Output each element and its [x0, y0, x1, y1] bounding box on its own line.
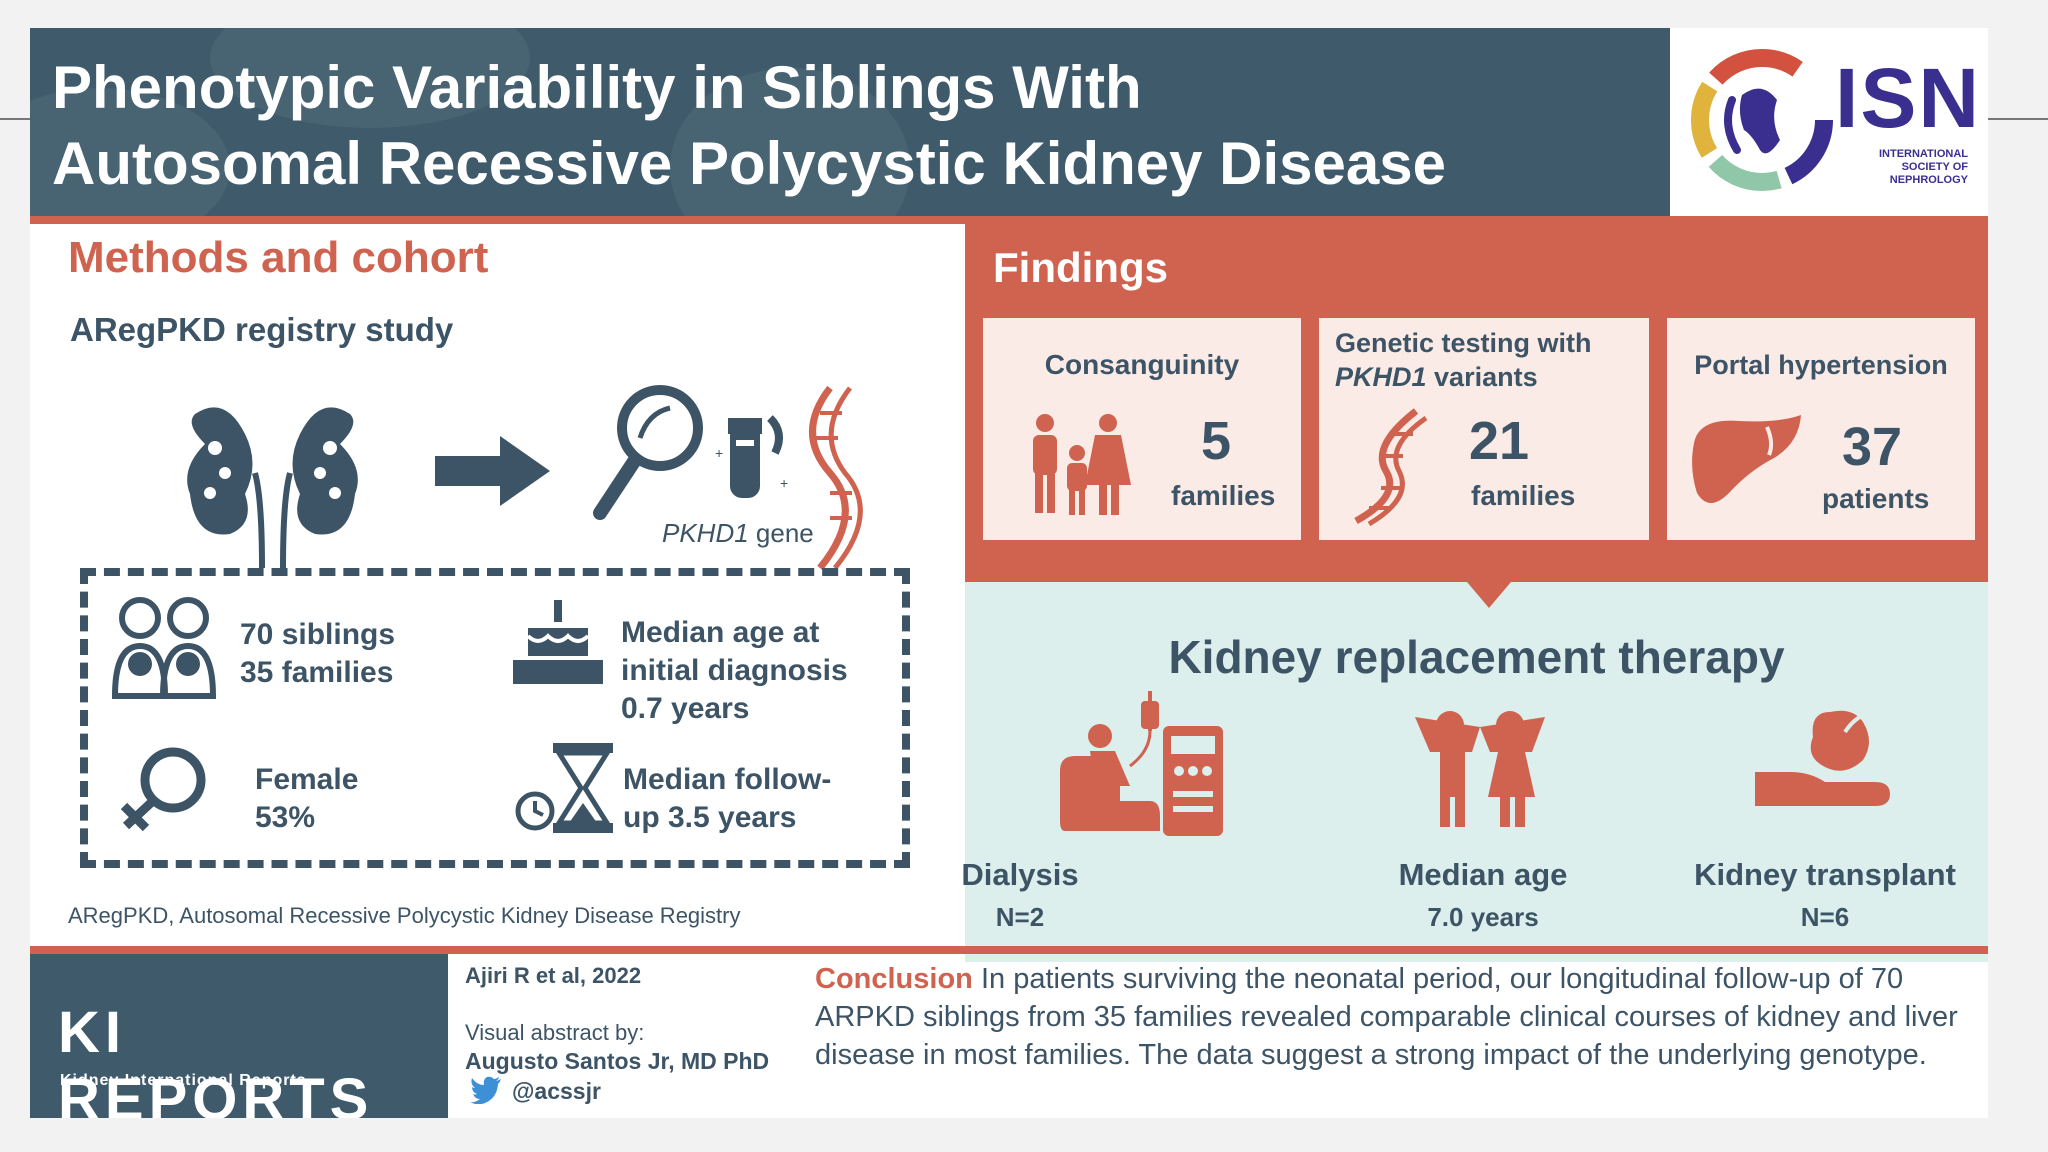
edge-line-left: [0, 118, 30, 120]
stat-female-line1: Female: [255, 763, 359, 796]
header-banner: Phenotypic Variability in Siblings With …: [30, 28, 1670, 216]
stat-siblings-line1: 70 siblings: [240, 618, 396, 651]
stat-diagnosis: Median age at initial diagnosis 0.7 year…: [621, 614, 848, 728]
dialysis-icon: [1060, 691, 1223, 836]
stat-followup-line1: Median follow-: [623, 763, 832, 796]
dna-icon: [1354, 408, 1428, 526]
stat-diagnosis-line1: Median age at: [621, 616, 820, 649]
finding-value: 37: [1842, 417, 1903, 477]
stat-siblings: 70 siblings 35 families: [240, 616, 395, 692]
citation: Ajiri R et al, 2022: [465, 963, 642, 988]
journal-title: KI REPORTS: [58, 1000, 374, 1118]
arrow-right-icon: [435, 436, 550, 506]
dna-icon: [809, 385, 863, 571]
isn-logo-text: ISN: [1835, 51, 1982, 145]
abbreviation-note: ARegPKD, Autosomal Recessive Polycystic …: [68, 903, 741, 928]
page-title: Phenotypic Variability in Siblings With …: [52, 50, 1652, 202]
twitter-icon: [470, 1076, 501, 1104]
pkhd1-gene-suffix: gene: [748, 518, 814, 548]
title-line-2: Autosomal Recessive Polycystic Kidney Di…: [52, 130, 1447, 197]
finding-card-genetic-testing: Genetic testing with PKHD1 variants 21 f…: [1319, 318, 1649, 540]
liver-icon: [1692, 415, 1801, 503]
isn-logo-subtext: INTERNATIONAL SOCIETY OF NEPHROLOGY: [1878, 148, 1968, 186]
ki-reports-logo: KI REPORTS Kidney International Reports: [30, 954, 448, 1118]
conclusion: Conclusion In patients surviving the neo…: [815, 960, 1975, 1074]
twitter-handle: @acssjr: [512, 1078, 601, 1104]
stat-followup-line2: up 3.5 years: [623, 801, 797, 834]
down-arrow-icon: [1467, 582, 1511, 608]
isn-ring-icon: [1691, 49, 1833, 191]
stat-diagnosis-line3: 0.7 years: [621, 692, 750, 725]
magnifier-icon: [593, 385, 703, 520]
krt-title: Kidney replacement therapy: [1168, 631, 1785, 683]
findings-panel: Findings Consanguinity 5 families Geneti…: [965, 216, 1988, 582]
female-symbol-icon: [120, 747, 206, 831]
finding-card-consanguinity: Consanguinity 5 families: [983, 318, 1301, 540]
finding-title-suffix: variants: [1426, 362, 1538, 392]
finding-value: 5: [1201, 411, 1232, 471]
siblings-icon: [111, 597, 217, 699]
stat-siblings-line2: 35 families: [240, 656, 394, 689]
kidney-replacement-therapy-panel: Kidney replacement therapy Dialysis N=2: [961, 574, 1988, 962]
title-line-1: Phenotypic Variability in Siblings With: [52, 54, 1142, 121]
svg-text:+: +: [780, 475, 788, 491]
visual-abstract-card: Phenotypic Variability in Siblings With …: [30, 28, 1988, 1118]
children-icon: [1415, 711, 1545, 827]
journal-subtitle: Kidney International Reports: [60, 1072, 307, 1089]
conclusion-text: In patients surviving the neonatal perio…: [815, 963, 1958, 1071]
finding-unit: patients: [1822, 483, 1930, 514]
cohort-stats-box: 70 siblings 35 families Median age at in…: [80, 568, 910, 868]
stat-followup: Median follow- up 3.5 years: [623, 761, 831, 837]
finding-title-line1: Genetic testing with: [1335, 328, 1592, 358]
krt-label: Median age: [1398, 857, 1568, 892]
findings-title: Findings: [993, 244, 1168, 291]
krt-value: 7.0 years: [1427, 902, 1539, 932]
methods-subtitle: ARegPKD registry study: [70, 311, 454, 348]
kidney-in-hand-icon: [1755, 710, 1890, 806]
visual-abstract-author: Augusto Santos Jr, MD PhD: [465, 1048, 770, 1074]
methods-illustration: + +: [187, 385, 863, 571]
finding-title-gene: PKHD1: [1335, 362, 1427, 392]
stat-female-line2: 53%: [255, 801, 316, 834]
finding-title: Portal hypertension: [1694, 350, 1948, 380]
methods-title: Methods and cohort: [68, 233, 489, 282]
finding-unit: families: [1471, 480, 1576, 511]
finding-unit: families: [1171, 480, 1276, 511]
finding-title: Genetic testing with PKHD1 variants: [1319, 326, 1649, 394]
krt-value: N=2: [995, 902, 1045, 932]
kidneys-icon: [187, 407, 358, 569]
pkhd1-gene-name: PKHD1: [662, 518, 749, 548]
stat-female: Female 53%: [255, 761, 358, 837]
hourglass-icon: [515, 743, 613, 833]
test-tube-icon: + +: [715, 415, 788, 498]
birthday-cake-icon: [513, 600, 603, 684]
visual-abstract-label: Visual abstract by:: [465, 1020, 645, 1045]
pkhd1-gene-label: PKHD1 gene: [662, 518, 814, 549]
conclusion-label: Conclusion: [815, 963, 973, 995]
finding-card-portal-hypertension: Portal hypertension 37 patients: [1667, 318, 1975, 540]
edge-line-right: [1988, 118, 2048, 120]
svg-text:+: +: [715, 445, 723, 461]
krt-label: Kidney transplant: [1694, 857, 1956, 892]
family-icon: [1033, 414, 1131, 515]
finding-value: 21: [1469, 411, 1530, 471]
footer-divider: [30, 946, 1988, 954]
stat-diagnosis-line2: initial diagnosis: [621, 654, 848, 687]
header-divider: [30, 216, 1670, 224]
krt-value: N=6: [1800, 902, 1850, 932]
background-shape: [670, 68, 910, 216]
isn-logo: ISN INTERNATIONAL SOCIETY OF NEPHROLOGY: [1670, 28, 1988, 216]
krt-label: Dialysis: [961, 857, 1079, 892]
finding-title: Consanguinity: [1044, 349, 1240, 380]
